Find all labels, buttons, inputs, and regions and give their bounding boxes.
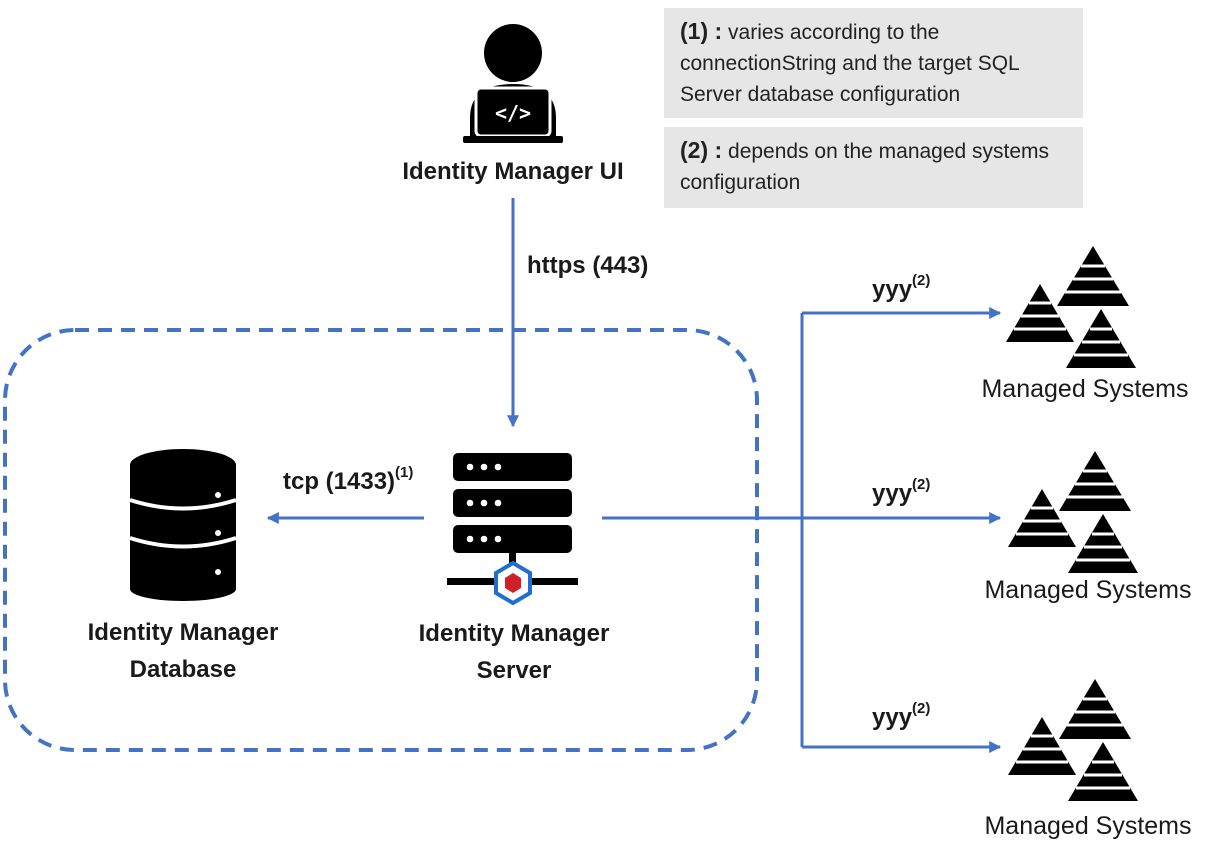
note-1: (1) : varies according to the connection…: [664, 8, 1083, 118]
identity-manager-logo-icon: [494, 560, 532, 606]
database-icon: [129, 449, 237, 601]
managed-systems-icon: [1008, 679, 1138, 801]
managed-systems-label: Managed Systems: [981, 375, 1189, 403]
systems-note-ref: (2): [912, 272, 931, 289]
note-1-number: (1) :: [680, 18, 723, 44]
note-2-text: depends on the managed systems configura…: [680, 140, 1050, 194]
svg-text:</>: </>: [495, 101, 531, 125]
note-2: (2) : depends on the managed systems con…: [664, 127, 1083, 208]
systems-protocol-text: yyy: [872, 480, 913, 507]
managed-systems-label: Managed Systems: [984, 576, 1192, 604]
tcp-protocol-label: tcp (1433)(1): [283, 465, 413, 496]
database-label: Identity Manager Database: [48, 614, 318, 688]
ui-label: Identity Manager UI: [402, 158, 624, 185]
database-label-line2: Database: [129, 656, 237, 683]
server-label: Identity Manager Server: [379, 615, 649, 689]
managed-systems-icon: [1008, 451, 1138, 573]
server-zone-boundary: [3, 328, 759, 752]
user-laptop-icon: </>: [463, 24, 563, 143]
tcp-note-ref: (1): [395, 464, 414, 481]
systems-protocol-text: yyy: [872, 704, 913, 731]
tcp-protocol-text: tcp (1433): [283, 468, 396, 495]
server-label-line2: Server: [476, 657, 552, 684]
systems-note-ref: (2): [912, 700, 931, 717]
database-label-line1: Identity Manager: [87, 619, 279, 646]
server-label-line1: Identity Manager: [418, 620, 610, 647]
note-1-text: varies according to the connectionString…: [680, 21, 1019, 106]
managed-systems-icon: [1006, 246, 1136, 368]
systems-protocol-label: yyy(2): [872, 477, 930, 508]
systems-protocol-text: yyy: [872, 276, 913, 303]
systems-note-ref: (2): [912, 476, 931, 493]
systems-protocol-label: yyy(2): [872, 701, 930, 732]
managed-systems-label: Managed Systems: [984, 812, 1192, 840]
systems-protocol-label: yyy(2): [872, 273, 930, 304]
https-protocol-label: https (443): [527, 252, 649, 279]
note-2-number: (2) :: [680, 137, 723, 163]
server-to-systems-connector: [602, 307, 1002, 753]
